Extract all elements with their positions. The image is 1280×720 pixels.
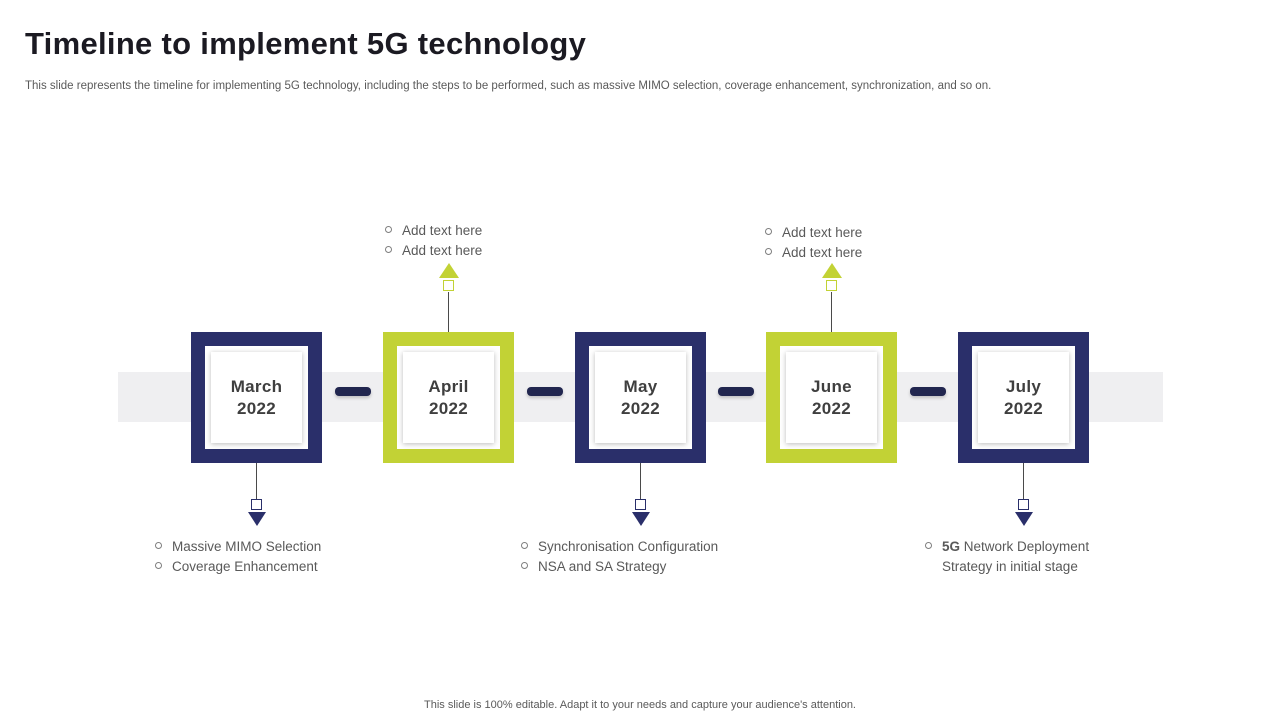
milestone-month-label: June bbox=[811, 376, 852, 396]
note-text: Add text here bbox=[402, 223, 483, 238]
circle-bullet-icon bbox=[521, 561, 528, 569]
timeline-dash bbox=[909, 387, 946, 396]
note-placeholder-item[interactable]: Add text here bbox=[385, 241, 535, 261]
milestone-year-label: 2022 bbox=[811, 398, 852, 418]
milestone-year-label: 2022 bbox=[236, 398, 277, 418]
connector-line bbox=[830, 292, 833, 332]
note-item: Synchronisation Configuration bbox=[521, 537, 776, 557]
timeline-dash bbox=[526, 387, 563, 396]
slide-title: Timeline to implement 5G technology bbox=[25, 26, 587, 61]
note-item: 5G Network Deployment Strategy in initia… bbox=[925, 537, 1105, 576]
arrow-up-icon bbox=[821, 263, 842, 278]
connector-square bbox=[635, 499, 646, 510]
circle-bullet-icon bbox=[521, 542, 528, 549]
notes-july-2022: 5G Network Deployment Strategy in initia… bbox=[925, 537, 1105, 576]
circle-bullet-icon bbox=[385, 226, 392, 233]
circle-bullet-icon bbox=[385, 245, 392, 253]
note-item: Coverage Enhancement bbox=[155, 557, 385, 577]
note-placeholder-item[interactable]: Add text here bbox=[385, 221, 535, 241]
milestone-month-label: July bbox=[1005, 376, 1042, 396]
note-text: Coverage Enhancement bbox=[172, 558, 318, 574]
note-text: Synchronisation Configuration bbox=[538, 539, 719, 554]
connector-line bbox=[1022, 463, 1025, 499]
milestone-month-label: March bbox=[230, 376, 283, 396]
milestone-month-label: April bbox=[428, 376, 469, 396]
slide-footer-note: This slide is 100% editable. Adapt it to… bbox=[424, 699, 856, 711]
connector-line bbox=[255, 463, 258, 499]
arrow-up-icon bbox=[438, 263, 459, 278]
note-item: Massive MIMO Selection bbox=[155, 537, 385, 557]
milestone-year-label: 2022 bbox=[1003, 398, 1044, 418]
note-text: 5G Network Deployment Strategy in initia… bbox=[942, 539, 1090, 574]
connector-line bbox=[447, 292, 450, 332]
connector-square bbox=[251, 499, 262, 510]
arrow-down-icon bbox=[1014, 512, 1033, 526]
circle-bullet-icon bbox=[765, 247, 772, 255]
circle-bullet-icon bbox=[155, 561, 162, 569]
timeline-dash bbox=[718, 387, 754, 396]
circle-bullet-icon bbox=[765, 228, 772, 235]
connector-square bbox=[443, 280, 454, 291]
slide-subtitle: This slide represents the timeline for i… bbox=[25, 80, 992, 92]
note-text: Add text here bbox=[782, 244, 863, 260]
note-text: Add text here bbox=[402, 242, 483, 258]
connector-square bbox=[1018, 499, 1029, 510]
note-item: NSA and SA Strategy bbox=[521, 557, 776, 577]
connector-line bbox=[639, 463, 642, 499]
circle-bullet-icon bbox=[155, 542, 162, 549]
milestone-year-label: 2022 bbox=[620, 398, 661, 418]
note-text: Add text here bbox=[782, 225, 863, 240]
connector-square bbox=[826, 280, 837, 291]
milestone-year-label: 2022 bbox=[428, 398, 469, 418]
arrow-down-icon bbox=[247, 512, 266, 526]
note-text: NSA and SA Strategy bbox=[538, 558, 667, 574]
milestone-month-label: May bbox=[623, 376, 658, 396]
note-placeholder-item[interactable]: Add text here bbox=[765, 243, 915, 263]
note-text: Massive MIMO Selection bbox=[172, 539, 322, 554]
arrow-down-icon bbox=[631, 512, 650, 526]
circle-bullet-icon bbox=[925, 542, 932, 549]
note-placeholder-item[interactable]: Add text here bbox=[765, 223, 915, 243]
timeline-dash bbox=[334, 387, 371, 396]
